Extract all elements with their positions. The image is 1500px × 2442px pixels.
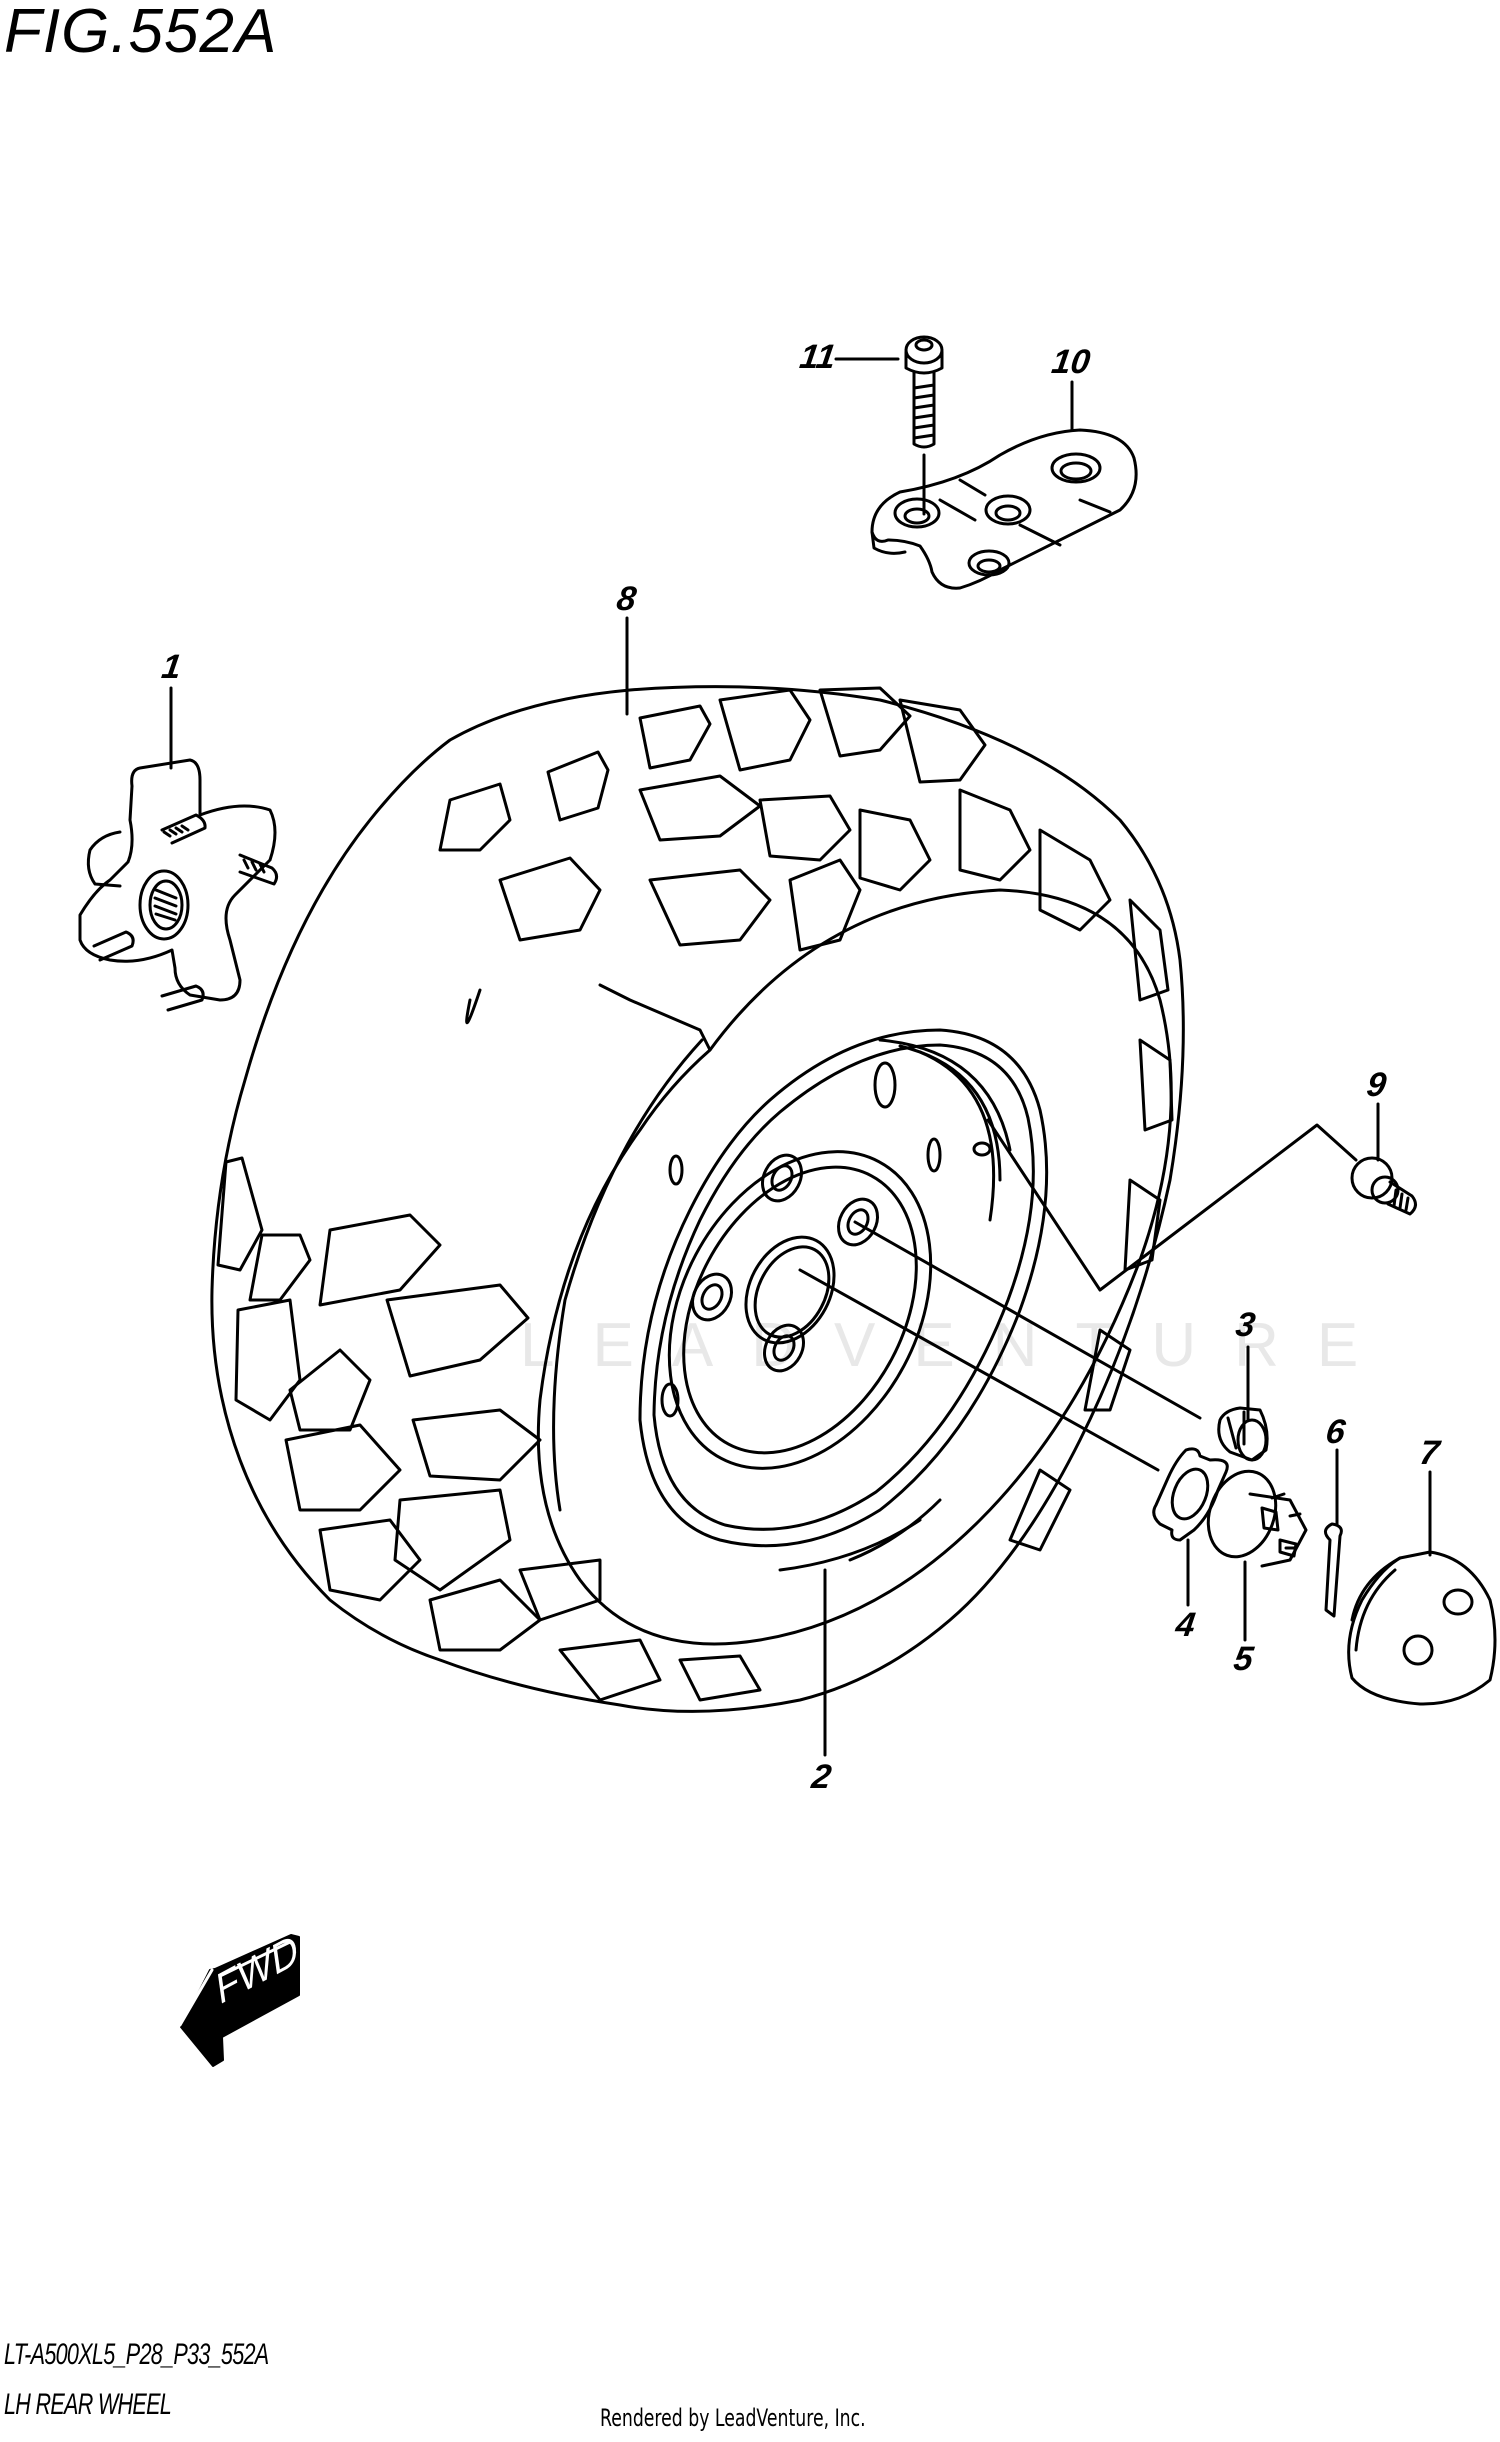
figure-title: FIG.552A xyxy=(4,0,278,66)
bracket-part-10[interactable] xyxy=(870,380,1138,590)
hub-part-1[interactable] xyxy=(78,686,279,1012)
bolt-part-11[interactable] xyxy=(834,335,944,516)
render-credit: Rendered by LeadVenture, Inc. xyxy=(600,2404,866,2432)
washer-part-4[interactable] xyxy=(1152,1447,1229,1607)
cotter-pin-part-6[interactable] xyxy=(1324,1448,1343,1618)
castle-nut-part-5[interactable] xyxy=(1197,1462,1308,1642)
hub-cap-part-7[interactable] xyxy=(1347,1470,1497,1706)
model-code: LT-A500XL5_P28_P33_552A xyxy=(4,2338,269,2371)
figure-caption: LH REAR WHEEL xyxy=(4,2388,172,2421)
valve-part-9[interactable] xyxy=(986,1102,1417,1292)
callout-11[interactable]: 11 xyxy=(797,338,838,376)
fwd-arrow-icon xyxy=(178,1934,300,2067)
wheel-nut-part-3[interactable] xyxy=(1217,1345,1269,1462)
rim-part-2[interactable] xyxy=(536,888,1173,1757)
assembly-leader-lines xyxy=(798,1220,1202,1472)
tire-part-8[interactable] xyxy=(210,616,1185,1713)
callout-10[interactable]: 10 xyxy=(1049,343,1093,381)
